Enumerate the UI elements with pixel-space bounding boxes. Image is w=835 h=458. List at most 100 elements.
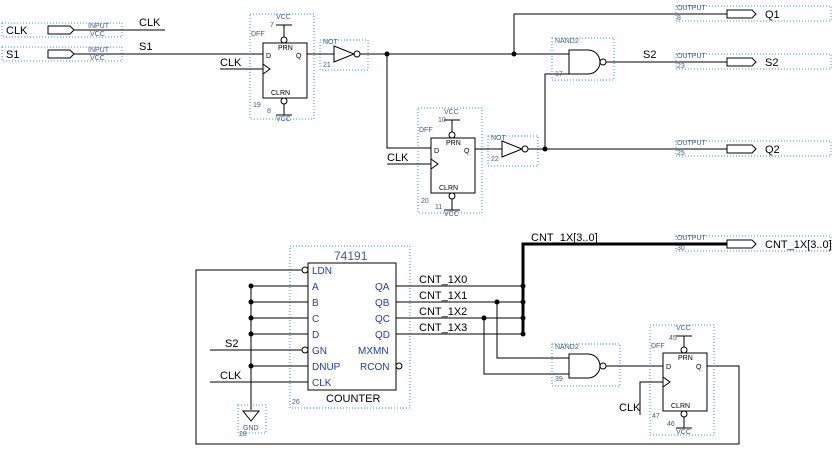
input-clk-type: INPUT [88, 23, 110, 30]
pin-qa: QA [375, 282, 390, 293]
dff3-d: D [666, 364, 671, 371]
nand-top-id: 17 [555, 71, 563, 78]
dff-1[interactable]: DFF VCC 7 PRN D Q CLRN VCC 19 8 CLK [220, 13, 315, 123]
nand-top-type: NAND2 [555, 38, 579, 45]
pin-qb: QB [375, 298, 390, 309]
not1-type: NOT [323, 39, 339, 46]
dff1-prn: PRN [278, 45, 293, 52]
nand-gate-bottom[interactable]: NAND2 39 [551, 343, 663, 387]
out-q1-label: Q1 [765, 9, 780, 21]
dff3-clr-vcc: VCC [676, 429, 691, 436]
net-label-cnt0: CNT_1X0 [419, 274, 467, 286]
dff1-d: D [266, 53, 271, 60]
pin-rcon: RCON [360, 362, 389, 373]
pin-mxmn: MXMN [358, 346, 389, 357]
pin-qc: QC [375, 314, 390, 325]
dff3-vcc-id: 45 [669, 335, 677, 342]
out-q1-type: OUTPUT [677, 5, 707, 12]
dff1-type: DFF [251, 31, 265, 38]
not1-id: 21 [323, 62, 331, 69]
dff1-q: Q [296, 53, 302, 60]
pin-qd: QD [375, 330, 390, 341]
net-label-s1: S1 [139, 41, 152, 53]
counter-id: 26 [292, 399, 300, 406]
gnd-symbol[interactable]: GND 28 [237, 404, 267, 438]
dff2-d: D [434, 148, 439, 155]
pin-ldn: LDN [312, 266, 332, 277]
gnd-id: 28 [239, 431, 247, 438]
input-s1-type: INPUT [88, 47, 110, 54]
dff3-type: DFF [651, 343, 665, 350]
out-q2-label: Q2 [765, 144, 780, 156]
pin-clk: CLK [312, 378, 332, 389]
nand-gate-top[interactable]: NAND2 17 S2 [551, 37, 727, 81]
input-clk-vcc: VCC [90, 31, 105, 38]
dff1-id: 19 [253, 102, 261, 109]
dff1-vcc-id: 7 [270, 22, 274, 29]
gnd-label: GND [243, 425, 259, 432]
out-s2-type: OUTPUT [677, 53, 707, 60]
dff2-type: DFF [419, 127, 433, 134]
out-cnt-label: CNT_1X[3..0] [765, 239, 832, 251]
dff2-vcc: VCC [444, 109, 459, 116]
net-label-cnt3: CNT_1X3 [419, 322, 467, 334]
dff1-clr-id: 8 [267, 108, 271, 115]
dff-2[interactable]: DFF VCC 10 PRN D Q CLRN VCC 20 11 CLK [387, 107, 483, 218]
out-s2-label: S2 [765, 57, 778, 69]
dff2-id: 20 [421, 198, 429, 205]
dff2-clk-label: CLK [387, 152, 409, 164]
dff3-prn: PRN [678, 355, 693, 362]
net-label-cnt1: CNT_1X1 [419, 290, 467, 302]
dff2-vcc-id: 10 [438, 117, 446, 124]
dff3-q: Q [696, 364, 702, 371]
counter-title: 74191 [334, 249, 368, 263]
dff-3[interactable]: DFF VCC 45 PRN D Q CLRN VCC 47 46 CLK [619, 324, 715, 436]
dff1-clr-vcc: VCC [276, 116, 291, 123]
counter-s2-label: S2 [225, 338, 238, 350]
counter-name: COUNTER [326, 393, 380, 405]
pin-a: A [312, 282, 319, 293]
dff2-prn: PRN [446, 140, 461, 147]
dff1-vcc: VCC [276, 14, 291, 21]
cnt-bus: CNT_1X[3..0] [521, 232, 727, 332]
output-pin-q2[interactable]: OUTPUT 25 Q2 [675, 140, 832, 157]
pin-dnup: DNUP [312, 362, 341, 373]
dff1-clrn: CLRN [271, 90, 290, 97]
counter-74191[interactable]: 74191 26 COUNTER LDN A B C D GN DNUP CLK… [210, 245, 523, 409]
output-pin-cnt[interactable]: OUTPUT 30 CNT_1X[3..0] [675, 235, 832, 252]
pin-d: D [312, 330, 319, 341]
nand-bot-type: NAND2 [555, 344, 579, 351]
pin-b: B [312, 298, 319, 309]
dff2-clr-id: 11 [435, 204, 442, 211]
dff1-clk-label: CLK [220, 57, 242, 69]
input-pin-s1[interactable]: S1 INPUT VCC S1 [1, 41, 263, 62]
output-pin-q1[interactable]: OUTPUT 8 Q1 [675, 5, 832, 22]
dff2-clr-vcc: VCC [444, 211, 459, 218]
not2-id: 22 [491, 156, 499, 163]
dff2-q: Q [464, 148, 470, 155]
nand-bot-id: 39 [555, 376, 563, 383]
input-s1-vcc: VCC [90, 55, 105, 62]
input-s1-label: S1 [6, 49, 19, 61]
out-q2-type: OUTPUT [677, 140, 707, 147]
dff3-clrn: CLRN [671, 403, 690, 410]
not-gate-2[interactable]: NOT 22 [475, 135, 727, 167]
output-pin-s2[interactable]: OUTPUT 23 S2 [675, 53, 832, 70]
input-pin-clk[interactable]: CLK INPUT VCC CLK [1, 17, 165, 38]
dff3-vcc: VCC [676, 325, 691, 332]
out-cnt-type: OUTPUT [677, 235, 707, 242]
pin-c: C [312, 314, 319, 325]
net-label-s2-top: S2 [643, 49, 656, 61]
input-clk-label: CLK [6, 25, 28, 37]
out-s2-id: 23 [677, 63, 685, 70]
out-cnt-id: 30 [677, 245, 685, 252]
dff3-clk-label: CLK [619, 402, 641, 414]
not-gate-1[interactable]: NOT 21 [307, 39, 553, 71]
out-q2-id: 25 [677, 150, 685, 157]
pin-gn: GN [312, 346, 327, 357]
net-label-cnt2: CNT_1X2 [419, 306, 467, 318]
counter-clk-label: CLK [220, 370, 242, 382]
dff2-clrn: CLRN [439, 185, 458, 192]
dff3-clr-id: 46 [667, 421, 675, 428]
